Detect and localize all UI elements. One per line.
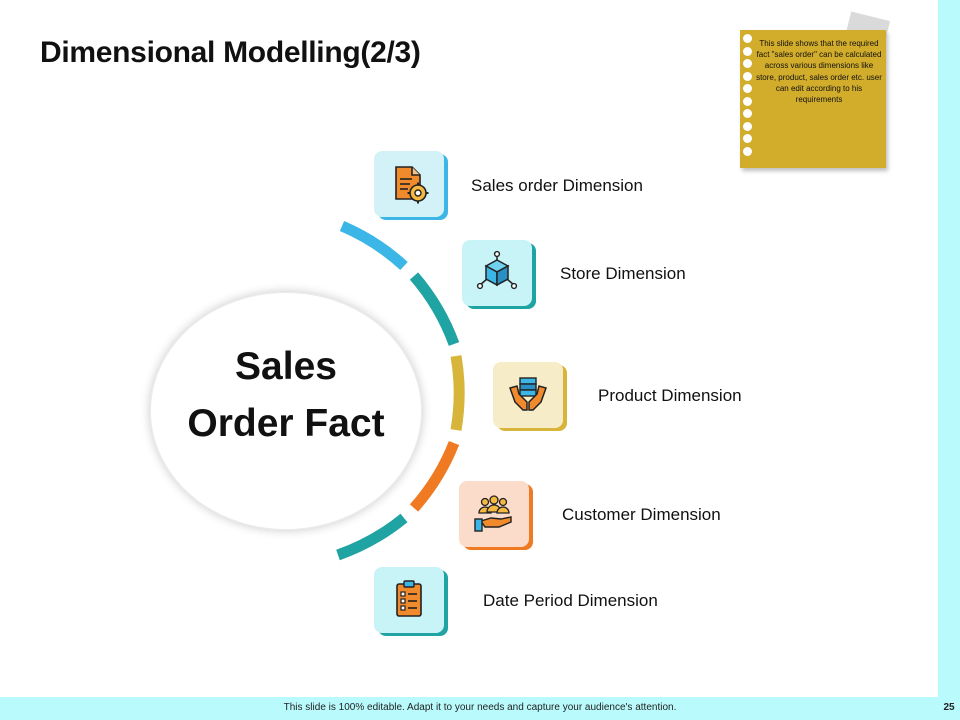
dimension-label-2: Store Dimension [560, 264, 686, 283]
dimension-label-3: Product Dimension [598, 386, 742, 405]
center-circle [150, 292, 422, 530]
note-paper: This slide shows that the required fact … [740, 30, 886, 168]
dimension-icon-box-3 [493, 362, 567, 431]
dimension-icon-box-4 [459, 481, 533, 550]
clipboard-checklist-icon [396, 580, 422, 617]
footer-text: This slide is 100% editable. Adapt it to… [283, 702, 677, 713]
right-accent-strip [938, 0, 960, 720]
page-number: 25 [943, 702, 955, 713]
sticky-note: This slide shows that the required fact … [740, 11, 900, 174]
note-text: This slide shows that the required fact … [756, 39, 882, 105]
center-label-line1: Sales [235, 345, 337, 388]
dimension-label-5: Date Period Dimension [483, 591, 658, 610]
hand-people-icon [474, 495, 512, 532]
arc-segment-3 [450, 355, 465, 431]
document-gear-icon [395, 166, 429, 204]
arc-segment-5 [336, 513, 408, 561]
dimension-label-1: Sales order Dimension [471, 176, 643, 195]
center-label-line2: Order Fact [187, 402, 385, 445]
hands-holding-box-icon [509, 377, 547, 411]
dimension-icon-box-2 [462, 240, 536, 309]
cube-network-icon [476, 250, 518, 290]
note-binding-holes [743, 34, 753, 159]
arc-segment-2 [409, 272, 460, 346]
arc-segment-4 [409, 440, 460, 512]
center-label: Sales Order Fact [150, 338, 422, 452]
footer-bar [0, 697, 938, 720]
dimension-icon-box-5 [374, 567, 448, 636]
slide-title: Dimensional Modelling(2/3) [40, 36, 421, 69]
dimension-icon-box-1 [374, 151, 448, 220]
arc-segment-1 [339, 220, 408, 271]
dimension-label-4: Customer Dimension [562, 505, 721, 524]
